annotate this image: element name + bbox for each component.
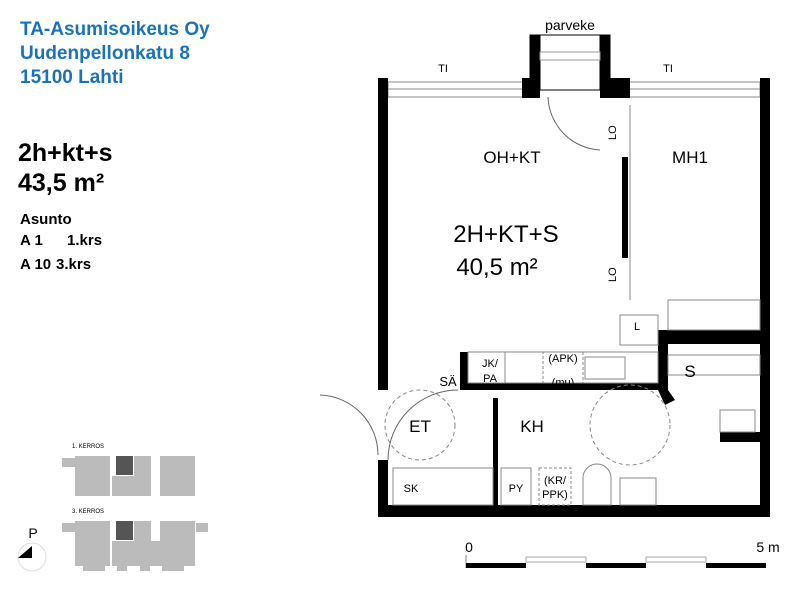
dryer-label: PPK) [542, 489, 568, 501]
microwave-label: (mu) [552, 377, 575, 389]
washer-label: PY [509, 483, 524, 495]
interior-walls [460, 157, 770, 505]
closet-label: LO [607, 125, 619, 140]
unit-floor: 1.krs [67, 232, 103, 249]
wardrobe-label: SK [404, 483, 419, 495]
unit-id: A 10 [20, 256, 52, 273]
north-arrow-icon [17, 542, 47, 572]
storage-label: SÄ [439, 374, 457, 389]
room-label-bathroom: KH [520, 417, 544, 436]
exterior-walls [378, 78, 770, 517]
summary-type: 2H+KT+S [453, 221, 558, 248]
fridge-label: PA [483, 373, 498, 385]
key-map-floor1-label: 1. KERROS [72, 444, 104, 450]
apartment-area: 43,5 m² [18, 169, 105, 197]
key-map-floor3-label: 3. KERROS [72, 509, 104, 515]
units-label: Asunto [20, 211, 72, 228]
unit-id: A 1 [20, 232, 43, 249]
room-label-hall: ET [409, 417, 431, 436]
key-map: 1. KERROS 3. KERROS [62, 444, 208, 571]
room-label-bedroom: MH1 [672, 148, 708, 167]
dishwasher-label: (APK) [548, 353, 577, 365]
window-label: TI [438, 63, 448, 75]
heater-label: L [634, 321, 640, 333]
fixtures [319, 96, 761, 568]
scale-start: 0 [465, 539, 473, 555]
company-name: TA-Asumisoikeus Oy [20, 19, 210, 40]
room-label-living: OH+KT [483, 148, 540, 167]
balcony-label: parveke [545, 17, 595, 33]
closet-label: LO [607, 267, 619, 282]
summary-area: 40,5 m² [456, 254, 537, 281]
balcony [529, 34, 611, 91]
apartment-type: 2h+kt+s [18, 139, 113, 167]
north-label: P [28, 525, 37, 541]
window-label: TI [663, 63, 673, 75]
dryer-label: (KR/ [544, 475, 567, 487]
city: 15100 Lahti [20, 67, 124, 88]
fridge-label: JK/ [482, 358, 499, 370]
street-address: Uudenpellonkatu 8 [20, 43, 190, 64]
room-label-sauna: S [684, 362, 695, 381]
scale-end: 5 m [756, 539, 779, 555]
scale-bar [466, 556, 766, 568]
unit-floor: 3.krs [56, 256, 92, 273]
